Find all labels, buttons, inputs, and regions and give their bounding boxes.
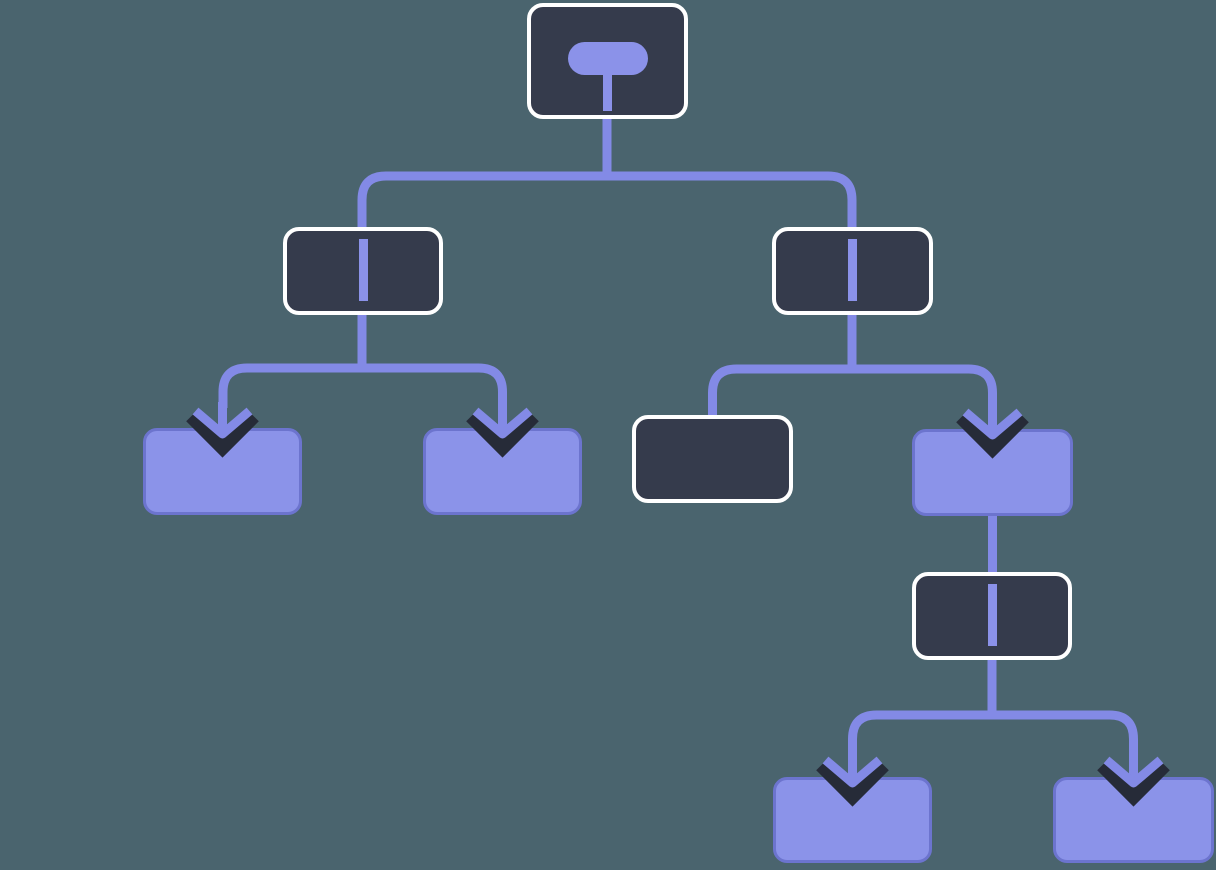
leaf-node-5[interactable] (1053, 777, 1214, 863)
branch-node-lower[interactable] (912, 572, 1072, 660)
branch-node-left[interactable] (283, 227, 443, 315)
vertical-bar-icon (848, 239, 857, 301)
vertical-bar-icon (358, 239, 368, 301)
leaf-node-1[interactable] (143, 428, 302, 515)
vertical-bar-icon (987, 584, 997, 646)
leaf-node-2[interactable] (423, 428, 582, 515)
root-node[interactable] (527, 3, 688, 119)
leaf-node-4[interactable] (773, 777, 932, 863)
branch-node-right[interactable] (772, 227, 933, 315)
root-pill-icon (567, 42, 648, 75)
root-pill-stem-icon (603, 75, 612, 111)
leaf-node-3[interactable] (912, 429, 1073, 516)
dark-leaf-node[interactable] (632, 415, 793, 503)
